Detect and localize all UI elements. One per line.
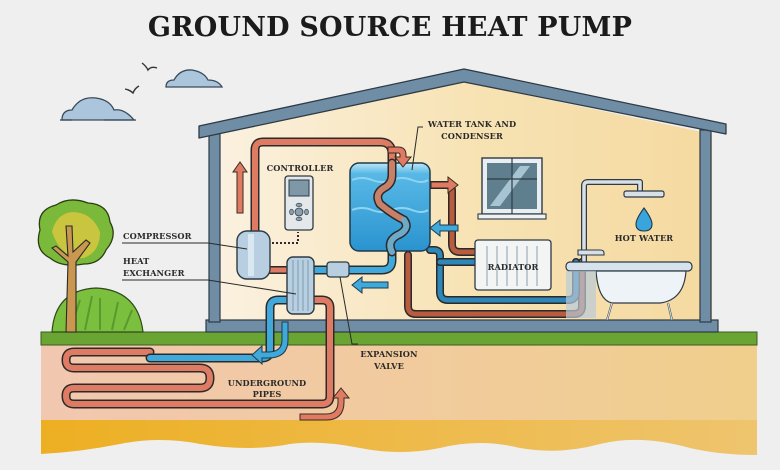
label-underground-pipes-2: PIPES [253, 389, 282, 399]
expansion-valve [326, 261, 350, 278]
heat-exchanger [286, 256, 315, 315]
label-compressor: COMPRESSOR [123, 231, 192, 241]
controller-link-dotted [272, 232, 299, 244]
label-heat-exchanger-1: HEAT [123, 256, 150, 266]
label-heat-exchanger-2: EXCHANGER [123, 268, 185, 278]
cold-flow-arrow-left [351, 275, 389, 295]
bathtub [565, 261, 693, 321]
cloud-icon [60, 97, 136, 121]
bird-icon [124, 85, 140, 95]
house-roof [198, 68, 727, 139]
label-hot-water: HOT WATER [615, 233, 674, 243]
cold-flow-arrow-in [429, 218, 459, 238]
water-tank [349, 158, 431, 257]
diagram-title: GROUND SOURCE HEAT PUMP [147, 12, 633, 43]
bedrock-layer [41, 420, 757, 455]
window [477, 157, 547, 220]
label-expansion-valve-2: VALVE [373, 361, 404, 371]
label-expansion-valve-1: EXPANSION [360, 349, 418, 359]
bird-icon [141, 62, 158, 72]
labels: WATER TANK AND CONDENSER CONTROLLER COMP… [123, 119, 673, 399]
house-left-wall [208, 129, 221, 323]
water-drop-icon [635, 207, 653, 232]
cloud-icon [165, 69, 224, 88]
shower [577, 179, 665, 265]
controller-device [284, 175, 314, 231]
hot-flow-arrow-out [430, 175, 459, 195]
hot-flow-arrow-into-tank [387, 146, 413, 168]
label-underground-pipes-1: UNDERGROUND [228, 378, 307, 388]
compressor [236, 230, 271, 280]
label-controller: CONTROLLER [267, 163, 334, 173]
cold-flow-arrow-down [251, 321, 289, 366]
hot-flow-arrow-up-ground [299, 387, 351, 421]
house-right-wall [699, 129, 712, 323]
tree-icon [37, 199, 114, 333]
leader-lines [122, 126, 423, 345]
ground [40, 331, 758, 455]
label-radiator: RADIATOR [488, 262, 539, 272]
radiator [474, 239, 552, 291]
grass-layer [40, 331, 758, 346]
hot-flow-arrow-up [232, 161, 248, 214]
label-water-tank-1: WATER TANK AND [427, 119, 516, 129]
label-water-tank-2: CONDENSER [441, 131, 503, 141]
hot-pipes [61, 137, 586, 409]
